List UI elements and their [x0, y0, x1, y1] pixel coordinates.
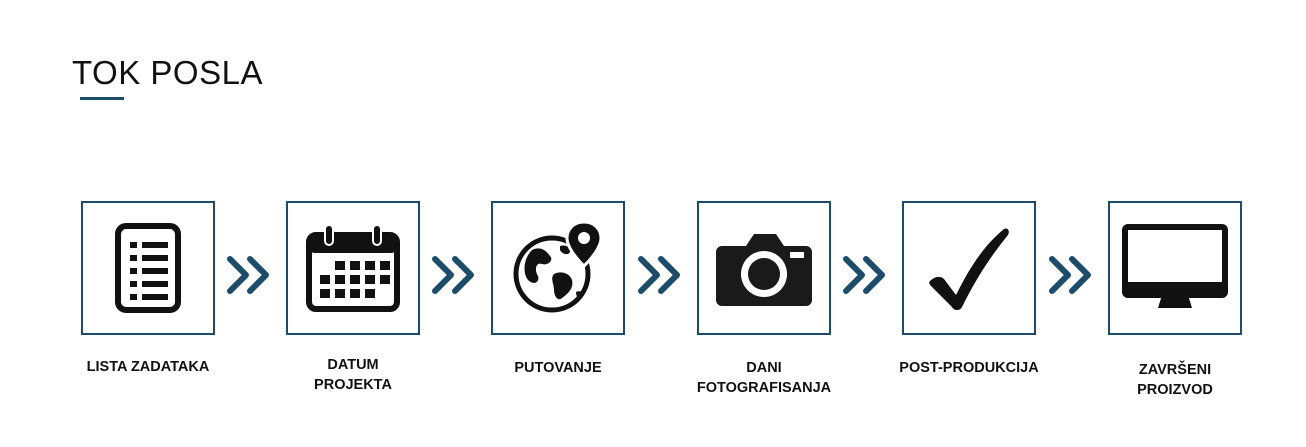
monitor-icon — [1122, 224, 1228, 308]
step-label-task-list: LISTA ZADATAKA — [86, 359, 210, 375]
double-chevron-right-icon — [843, 256, 885, 294]
double-chevron-right-icon — [1049, 256, 1091, 294]
checkmark-icon — [929, 228, 1009, 310]
step-box-travel — [491, 201, 625, 335]
title-underline — [80, 97, 124, 100]
calendar-icon — [306, 224, 400, 312]
step-label-photo-days: DANI FOTOGRAFISANJA — [696, 360, 832, 396]
double-chevron-right-icon — [638, 256, 680, 294]
step-box-task-list — [81, 201, 215, 335]
step-box-photo-days — [697, 201, 831, 335]
step-box-final-product — [1108, 201, 1242, 335]
step-box-project-date — [286, 201, 420, 335]
globe-location-icon — [513, 220, 603, 313]
step-box-post-production — [902, 201, 1036, 335]
step-label-final-product: ZAVRŠENI PROIZVOD — [1137, 362, 1213, 398]
step-label-travel: PUTOVANJE — [514, 360, 602, 376]
camera-icon — [716, 234, 812, 306]
step-label-post-production: POST-PRODUKCIJA — [899, 360, 1039, 376]
checklist-icon — [115, 223, 181, 313]
page-title: TOK POSLA — [72, 54, 263, 91]
double-chevron-right-icon — [432, 256, 474, 294]
double-chevron-right-icon — [227, 256, 269, 294]
step-label-project-date: DATUM PROJEKTA — [314, 357, 392, 393]
